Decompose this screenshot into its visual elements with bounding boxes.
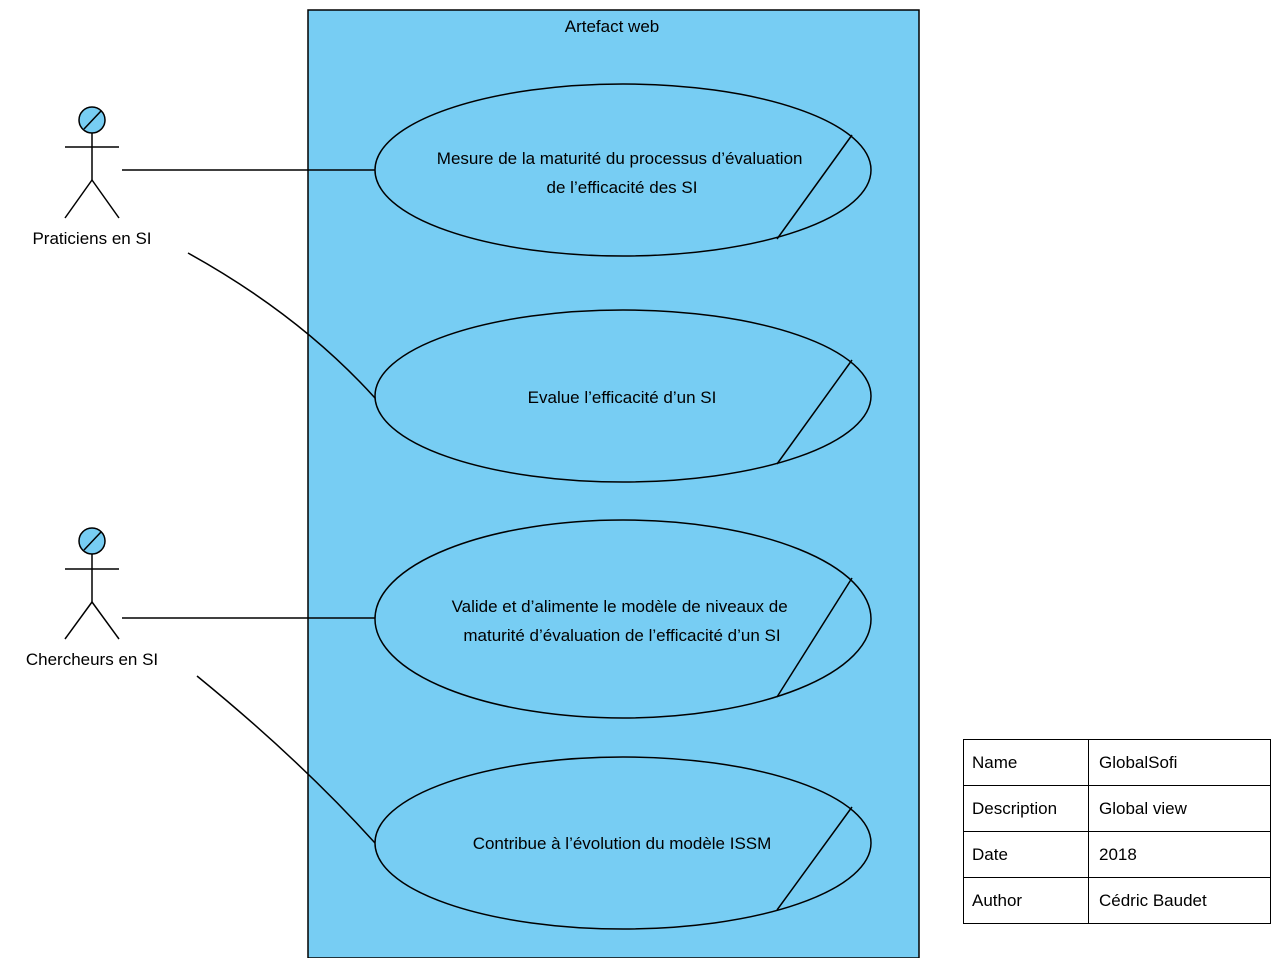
association-line[interactable]: [187, 252, 376, 399]
business-actor-icon: [64, 527, 120, 640]
table-row: Date 2018: [963, 831, 1271, 878]
info-key: Description: [963, 785, 1089, 832]
diagram-info-table: Name GlobalSofi Description Global view …: [963, 739, 1271, 924]
info-value: GlobalSofi: [1088, 739, 1271, 786]
actor-praticiens[interactable]: Praticiens en SI: [32, 106, 152, 248]
table-row: Name GlobalSofi: [963, 739, 1271, 786]
info-key: Author: [963, 877, 1089, 924]
svg-text:Contribue à l’évolution du mod: Contribue à l’évolution du modèle ISSM: [473, 834, 772, 853]
business-use-case-slash: [776, 577, 853, 698]
info-value: Cédric Baudet: [1088, 877, 1271, 924]
business-use-case-slash: [776, 134, 853, 240]
svg-text:Mesure de la maturité du proce: Mesure de la maturité du processus d’éva…: [437, 149, 807, 197]
info-value: 2018: [1088, 831, 1271, 878]
use-case-uc4[interactable]: Contribue à l’évolution du modèle ISSM: [374, 756, 872, 930]
actor-chercheurs[interactable]: Chercheurs en SI: [26, 527, 158, 669]
table-row: Description Global view: [963, 785, 1271, 832]
use-case-label: de l’efficacité des SI: [547, 178, 698, 197]
use-case-label: Valide et d’alimente le modèle de niveau…: [452, 597, 788, 616]
table-row: Author Cédric Baudet: [963, 877, 1271, 924]
use-case-uc3[interactable]: Valide et d’alimente le modèle de niveau…: [374, 519, 872, 719]
use-case-label: Mesure de la maturité du processus d’éva…: [437, 149, 803, 168]
actor-label: Praticiens en SI: [32, 229, 151, 248]
system-title: Artefact web: [565, 17, 660, 36]
svg-text:Valide et d’alimente le modèle: Valide et d’alimente le modèle de niveau…: [452, 597, 793, 645]
use-case-uc1[interactable]: Mesure de la maturité du processus d’éva…: [374, 83, 872, 257]
info-key: Date: [963, 831, 1089, 878]
info-value: Global view: [1088, 785, 1271, 832]
association-line[interactable]: [196, 675, 376, 844]
use-case-label: Evalue l’efficacité d’un SI: [528, 388, 717, 407]
info-key: Name: [963, 739, 1089, 786]
use-case-label: Contribue à l’évolution du modèle ISSM: [473, 834, 772, 853]
use-case-uc2[interactable]: Evalue l’efficacité d’un SI: [374, 309, 872, 483]
business-use-case-slash: [776, 359, 853, 465]
svg-text:Evalue l’efficacité d’un SI: Evalue l’efficacité d’un SI: [528, 388, 717, 407]
business-actor-icon: [64, 106, 120, 219]
use-case-label: maturité d’évaluation de l’efficacité d’…: [463, 626, 780, 645]
business-use-case-slash: [776, 806, 853, 911]
actor-label: Chercheurs en SI: [26, 650, 158, 669]
